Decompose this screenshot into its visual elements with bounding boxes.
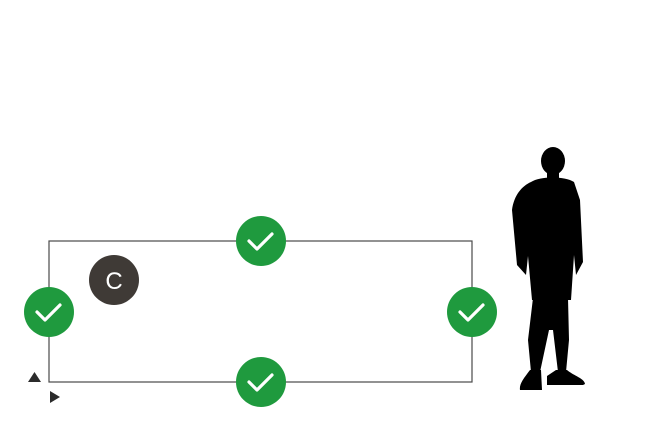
check-badge-top [236, 216, 286, 266]
label-badge: C [89, 255, 139, 305]
label-badge-text: C [105, 268, 122, 295]
checkmark-icon [458, 303, 485, 322]
checkmark-icon [247, 373, 274, 392]
checkmark-icon [35, 303, 62, 322]
arrow-right-icon [50, 391, 60, 403]
arrow-up-icon [28, 372, 41, 382]
checkmark-icon [247, 232, 274, 251]
person-silhouette-icon [512, 147, 585, 390]
check-badge-right [447, 287, 497, 337]
check-badge-bottom [236, 357, 286, 407]
check-badge-left [24, 287, 74, 337]
